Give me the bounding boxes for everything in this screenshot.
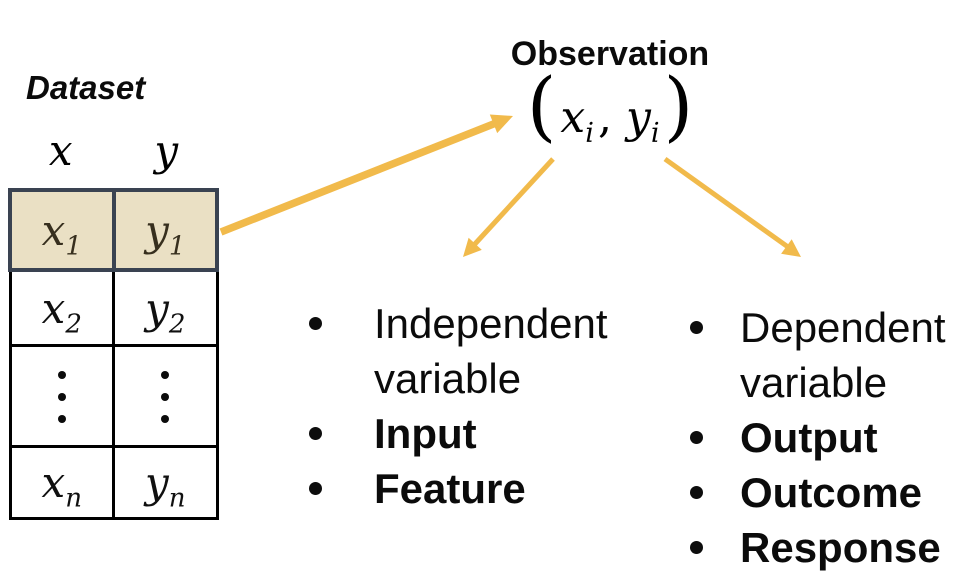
bullet-icon — [690, 541, 703, 554]
table-row: xn yn — [8, 445, 219, 520]
observation-expression: ( xi , yi ) — [455, 64, 765, 162]
vertical-ellipsis-icon — [57, 371, 66, 423]
arrow-observation-to-independent — [463, 157, 555, 257]
list-item-label: Output — [740, 414, 878, 461]
bullet-icon — [309, 427, 322, 440]
bullet-icon — [690, 486, 703, 499]
cell-xn: xn — [8, 445, 115, 520]
table-row: x2 y2 — [8, 268, 219, 347]
bullet-icon — [690, 321, 703, 334]
arrow-observation-to-dependent — [663, 156, 801, 257]
arrow-shaft — [472, 157, 555, 247]
comma: , — [597, 92, 612, 143]
dependent-variable-list: Dependent variable Output Outcome Respon… — [679, 300, 962, 575]
vertical-ellipsis-icon — [161, 371, 170, 423]
list-item: Feature — [299, 461, 639, 516]
cell-y-ellipsis — [112, 344, 219, 448]
cell-y1: y1 — [111, 188, 219, 272]
list-item: Output — [679, 410, 962, 465]
close-paren: ) — [663, 61, 694, 150]
bullet-icon — [309, 482, 322, 495]
list-item: Independent variable — [299, 296, 639, 406]
list-item: Outcome — [679, 465, 962, 520]
table-row-highlighted: x1 y1 — [8, 188, 219, 272]
column-header-y: y — [154, 126, 179, 175]
cell-x2: x2 — [8, 268, 115, 347]
cell-y2: y2 — [112, 268, 219, 347]
independent-variable-list: Independent variable Input Feature — [299, 296, 639, 516]
column-header-x: x — [48, 126, 73, 175]
bullet-icon — [690, 431, 703, 444]
arrow-head-icon — [463, 237, 482, 257]
observation-title: Observation — [510, 35, 710, 73]
y-term: yi — [625, 92, 660, 149]
dataset-table: x1 y1 x2 y2 xn yn — [8, 188, 219, 520]
table-column-headers: x y — [8, 120, 219, 182]
list-item: Dependent variable — [679, 300, 962, 410]
list-item-label: Outcome — [740, 469, 923, 516]
cell-x1: x1 — [8, 188, 116, 272]
list-item: Input — [299, 406, 639, 461]
cell-x-ellipsis — [8, 344, 115, 448]
list-item: Response — [679, 520, 962, 575]
bullet-icon — [309, 317, 322, 330]
list-item-label: Input — [374, 410, 477, 457]
cell-yn: yn — [112, 445, 219, 520]
list-item-label: Independent variable — [374, 300, 608, 402]
table-row-ellipsis — [8, 344, 219, 448]
dataset-title: Dataset — [26, 69, 146, 106]
open-paren: ( — [526, 61, 557, 150]
arrow-head-icon — [781, 239, 801, 257]
list-item-label: Response — [740, 524, 941, 571]
x-term: xi — [560, 92, 594, 149]
arrow-shaft — [663, 156, 790, 250]
list-item-label: Feature — [374, 465, 526, 512]
list-item-label: Dependent variable — [740, 304, 946, 406]
